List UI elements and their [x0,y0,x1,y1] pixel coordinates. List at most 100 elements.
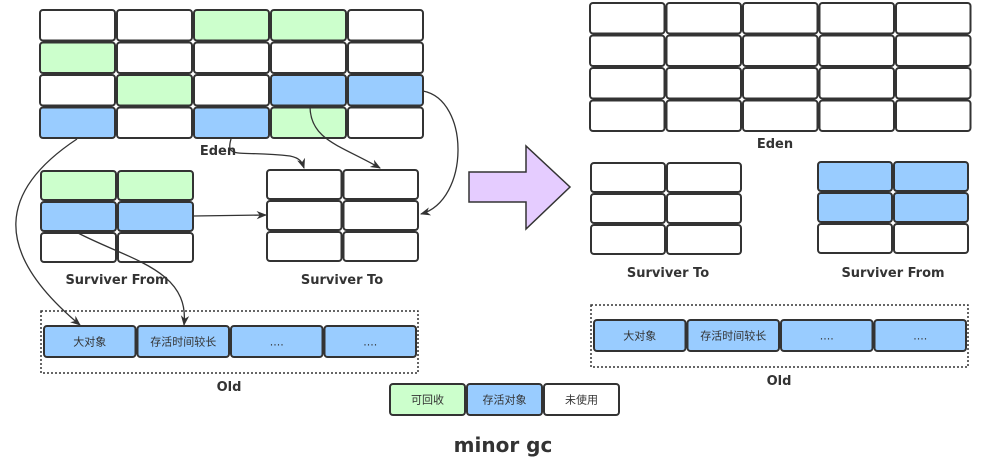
after-survivor-to-cell-unused [590,162,666,193]
old-cell-label: .... [363,336,377,349]
before-survivor-to-cell-unused [342,200,419,231]
after-eden-cell-unused [895,2,972,35]
before-eden-cell-recyclable [270,9,347,42]
before-eden-cell-unused [193,74,270,107]
before-survivor-from-cell-unused [40,232,117,263]
after-eden-label: Eden [757,137,793,152]
old-cell [593,319,687,352]
before-survivor-from-cell-alive [40,201,117,232]
before-eden-cell-alive [39,106,116,139]
after-survivor-from-cell-alive [817,161,893,192]
after-eden-cell-unused [589,2,666,35]
after-eden-cell-unused [589,99,666,132]
after-eden-cell-unused [665,2,742,35]
before-survivor-from-cell-unused [117,232,194,263]
legend-label-alive: 存活对象 [483,393,527,407]
flow-arrows [15,90,459,327]
before-eden-cell-unused [39,9,116,42]
after-survivor-from-grid [817,161,969,254]
old-cell-label: 存活时间较长 [700,329,766,343]
old-cell-label: 大对象 [73,335,106,349]
before-survivor-from-grid [40,170,194,263]
arrow-eden-to-survivor-to-3 [420,90,459,216]
after-eden-cell-unused [589,67,666,100]
before-eden-cell-unused [116,41,193,74]
after-eden-cell-unused [895,99,972,132]
before-eden-cell-unused [116,9,193,42]
legend-swatch-unused [543,383,620,416]
after-survivor-to-cell-unused [666,224,742,255]
old-cell [230,325,324,358]
after-eden-cell-unused [665,99,742,132]
after-eden-cell-unused [818,34,895,67]
before-survivor-to-cell-unused [266,231,343,262]
after-survivor-to-cell-unused [590,193,666,224]
before-survivor-to-grid [266,169,419,262]
before-eden-cell-alive [193,106,270,139]
before-eden-cell-recyclable [39,41,116,74]
after-survivor-to-cell-unused [666,162,742,193]
after-survivor-to-label: Surviver To [627,266,709,281]
after-eden-cell-unused [665,67,742,100]
arrow-eden-to-old [15,138,81,326]
after-eden-cell-unused [895,67,972,100]
after-survivor-from-cell-unused [817,223,893,254]
legend-label-recyclable: 可回收 [411,393,444,407]
before-survivor-to-cell-unused [266,169,343,200]
before-eden-cell-alive [347,74,424,107]
after-eden-grid [589,2,972,132]
after-survivor-to-cell-unused [590,224,666,255]
old-cell [43,325,137,358]
after-old-region [590,304,969,368]
after-eden-cell-unused [895,34,972,67]
after-eden-cell-unused [818,67,895,100]
arrow-eden-to-survivor-to-2 [309,105,381,169]
old-cell-label: 大对象 [623,329,656,343]
arrow-eden-to-survivor-to-1 [229,138,305,169]
after-survivor-to-grid [590,162,742,255]
before-survivor-to-cell-unused [266,200,343,231]
before-old-label: Old [217,380,242,395]
after-survivor-from-cell-alive [893,161,969,192]
after-survivor-from-cell-unused [893,223,969,254]
old-cell-label: .... [820,330,834,343]
before-old-region [40,310,419,374]
after-eden-cell-unused [742,67,819,100]
old-cell [780,319,874,352]
before-eden-cell-unused [347,9,424,42]
old-cell [873,319,967,352]
after-eden-cell-unused [742,99,819,132]
old-cell [323,325,417,358]
before-eden-cell-unused [39,74,116,107]
after-old-cells: 大对象 存活时间较长........ [593,319,967,352]
after-eden-cell-unused [742,2,819,35]
before-eden-cell-recyclable [193,9,270,42]
after-eden-cell-unused [818,99,895,132]
after-eden-cell-unused [742,34,819,67]
arrow-from-to-survivor-to [192,210,268,220]
arrow-from-to-old [77,232,190,327]
before-survivor-from-cell-recyclable [40,170,117,201]
before-eden-cell-recyclable [116,74,193,107]
before-survivor-from-label: Surviver From [65,273,168,288]
before-survivor-to-cell-unused [342,231,419,262]
old-cell-label: .... [913,330,927,343]
before-eden-cell-alive [270,74,347,107]
before-survivor-from-cell-alive [117,201,194,232]
legend-label-unused: 未使用 [565,394,598,407]
before-survivor-to-cell-unused [342,169,419,200]
before-old-cells: 大对象存活时间较长........ [43,325,417,358]
legend-swatch-recyclable [389,383,466,416]
after-survivor-from-cell-alive [817,192,893,223]
diagram-title: minor gc [454,433,553,457]
after-survivor-to-cell-unused [666,193,742,224]
old-cell [686,319,780,352]
before-eden-cell-unused [193,41,270,74]
before-eden-label: Eden [200,144,236,159]
transition-arrow-icon [468,144,572,231]
legend: 可回收 存活对象 未使用 [389,383,620,416]
before-eden-cell-recyclable [270,106,347,139]
after-eden-cell-unused [589,34,666,67]
old-cell-label: .... [270,336,284,349]
